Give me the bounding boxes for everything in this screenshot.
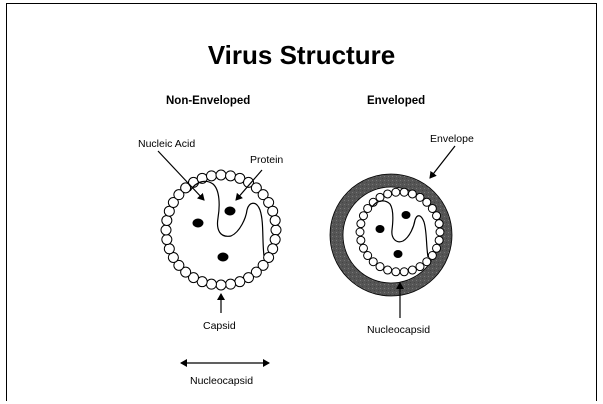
capsid-bead bbox=[436, 228, 444, 236]
capsid-beads-right bbox=[356, 188, 444, 276]
capsid-bead bbox=[270, 215, 280, 225]
nucleic-acid-label: Nucleic Acid bbox=[138, 138, 195, 150]
protein-dot bbox=[193, 219, 204, 228]
capsid-bead bbox=[271, 225, 281, 235]
protein-dot bbox=[225, 207, 236, 216]
capsid-bead bbox=[435, 220, 443, 228]
envelope-arrow bbox=[430, 146, 455, 178]
capsid-bead bbox=[357, 220, 365, 228]
capsid-bead bbox=[226, 171, 236, 181]
capsid-bead bbox=[216, 280, 226, 290]
capsid-bead bbox=[433, 244, 441, 252]
capsid-bead bbox=[206, 171, 216, 181]
capsid-bead bbox=[164, 244, 174, 254]
protein-dot bbox=[218, 253, 229, 262]
capsid-bead bbox=[408, 190, 416, 198]
protein-dot bbox=[402, 211, 411, 219]
protein-label: Protein bbox=[250, 154, 283, 166]
nucleocapsid-label-left: Nucleocapsid bbox=[190, 375, 253, 387]
nucleic-acid-strand-left bbox=[190, 181, 264, 256]
capsid-bead bbox=[206, 279, 216, 289]
nucleocapsid-label-right: Nucleocapsid bbox=[367, 324, 430, 336]
capsid-bead bbox=[270, 235, 280, 245]
capsid-bead bbox=[268, 206, 278, 216]
capsid-bead bbox=[400, 268, 408, 276]
capsid-bead bbox=[384, 190, 392, 198]
protein-dot bbox=[376, 225, 385, 233]
capsid-bead bbox=[435, 236, 443, 244]
capsid-bead bbox=[408, 266, 416, 274]
capsid-bead bbox=[384, 266, 392, 274]
capsid-bead bbox=[364, 252, 372, 260]
capsid-bead bbox=[216, 170, 226, 180]
capsid-bead bbox=[433, 212, 441, 220]
capsid-bead bbox=[235, 277, 245, 287]
capsid-bead bbox=[162, 235, 172, 245]
capsid-bead bbox=[359, 212, 367, 220]
capsid-bead bbox=[162, 215, 172, 225]
capsid-bead bbox=[226, 279, 236, 289]
capsid-bead bbox=[376, 193, 384, 201]
envelope-label: Envelope bbox=[430, 133, 474, 145]
capsid-bead bbox=[359, 244, 367, 252]
capsid-bead bbox=[428, 204, 436, 212]
capsid-bead bbox=[356, 228, 364, 236]
capsid-bead bbox=[392, 188, 400, 196]
capsid-label: Capsid bbox=[203, 320, 236, 332]
capsid-bead bbox=[392, 268, 400, 276]
protein-dot bbox=[394, 250, 403, 258]
capsid-bead bbox=[357, 236, 365, 244]
capsid-bead bbox=[161, 225, 171, 235]
capsid-bead bbox=[400, 188, 408, 196]
capsid-bead bbox=[416, 263, 424, 271]
